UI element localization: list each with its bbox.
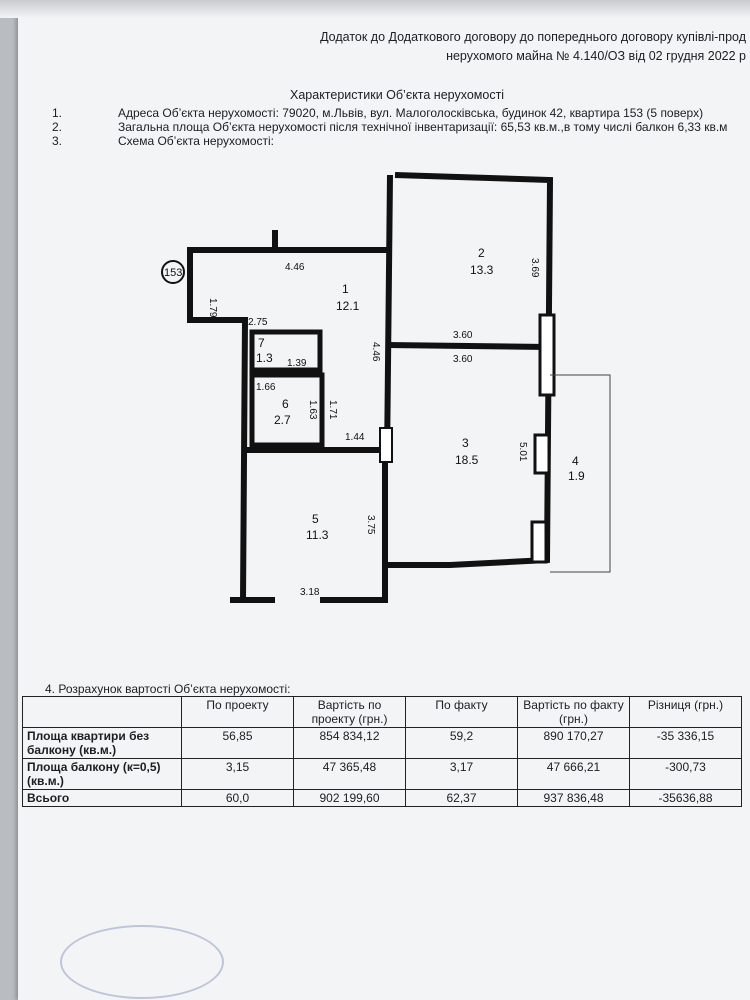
dimension: 5.01	[517, 442, 528, 462]
room-labels: 1 12.1 2 13.3 3 18.5 4 1.9 5 11.3 6 2.7 …	[256, 246, 585, 542]
table-cell: 902 199,60	[293, 789, 406, 807]
item-text: Загальна площа Об’єкта нерухомості після…	[118, 120, 728, 134]
room-number: 3	[462, 436, 469, 450]
dimension: 4.46	[370, 342, 381, 362]
list-item: 1. Адреса Об’єкта нерухомості: 79020, м.Л…	[52, 106, 742, 120]
cost-table: По проекту Вартість по проекту (грн.) По…	[22, 696, 742, 807]
table-row: Всього 60,0 902 199,60 62,37 937 836,48 …	[22, 789, 742, 807]
table-cell: 3,17	[405, 758, 518, 790]
table-cell: 47 666,21	[517, 758, 630, 790]
dimension: 3.75	[365, 515, 376, 535]
header-line-2: нерухомого майна № 4.140/ОЗ від 02 грудн…	[446, 49, 746, 63]
dimension: 1.79	[207, 298, 218, 318]
table-cell: 59,2	[405, 727, 518, 759]
header-cell: Вартість по проекту (грн.)	[293, 696, 406, 728]
dimension: 3.18	[300, 587, 320, 598]
room-area: 12.1	[336, 299, 360, 313]
room-number: 6	[282, 397, 289, 411]
table-cell: 890 170,27	[517, 727, 630, 759]
dimension-labels: 4.46 1.79 2.75 1.39 1.66 1.63 1.71 1.44 …	[207, 258, 540, 598]
list-item: 2. Загальна площа Об’єкта нерухомості піс…	[52, 120, 742, 134]
apartment-marker	[161, 260, 185, 284]
dimension: 3.69	[529, 258, 540, 278]
table-cell: 3,15	[181, 758, 294, 790]
table-header-row: По проекту Вартість по проекту (грн.) По…	[22, 696, 742, 728]
table-cell: -35 336,15	[629, 727, 742, 759]
table-cell: 60,0	[181, 789, 294, 807]
room-number: 4	[572, 454, 579, 468]
item-number: 1.	[52, 106, 63, 120]
section-4-label: 4. Розрахунок вартості Об’єкта нерухомос…	[45, 682, 291, 696]
header-cell: По проекту	[181, 696, 294, 728]
dimension: 1.66	[256, 382, 276, 393]
table-cell: -35636,88	[629, 789, 742, 807]
room-area: 2.7	[274, 413, 291, 427]
table-cell: 937 836,48	[517, 789, 630, 807]
document-header: Додаток до Додаткового договору до попер…	[320, 28, 746, 66]
room-number: 1	[342, 282, 349, 296]
dimension: 4.46	[285, 262, 305, 273]
dimension: 2.75	[248, 317, 268, 328]
room-area: 1.3	[256, 351, 273, 365]
table-cell: 56,85	[181, 727, 294, 759]
dimension: 1.71	[327, 400, 338, 420]
floor-plan: 153 1 12.1 2 13.3 3 18.5 4 1.9 5 11.3 6 …	[161, 172, 611, 603]
room-area: 11.3	[306, 528, 329, 542]
page-edge	[0, 0, 750, 18]
header-cell	[22, 696, 182, 728]
section-title: Характеристики Об’єкта нерухомості	[290, 88, 505, 102]
row-label: Площа квартири без балкону (кв.м.)	[22, 727, 182, 759]
apartment-number: 153	[164, 267, 182, 279]
window	[533, 433, 551, 475]
room-number: 2	[478, 246, 485, 260]
dimension: 3.60	[453, 354, 473, 365]
room-area: 13.3	[470, 263, 494, 277]
table-row: Площа балкону (к=0,5) (кв.м.) 3,15 47 36…	[22, 758, 742, 790]
dimension: 3.60	[453, 330, 473, 341]
characteristics-list: 1. Адреса Об’єкта нерухомості: 79020, м.Л…	[52, 106, 742, 148]
dimension: 1.44	[345, 432, 365, 443]
item-text: Схема Об’єкта нерухомості:	[118, 134, 275, 148]
header-cell: Вартість по факту (грн.)	[517, 696, 630, 728]
balcony-outline	[550, 374, 611, 573]
table-cell: 62,37	[405, 789, 518, 807]
walls	[187, 172, 554, 603]
window	[538, 313, 556, 397]
dimension: 1.63	[307, 400, 318, 420]
header-cell: Різниця (грн.)	[629, 696, 742, 728]
row-label: Всього	[22, 789, 182, 807]
item-text: Адреса Об’єкта нерухомості: 79020, м.Льв…	[118, 106, 704, 120]
item-number: 3.	[52, 134, 63, 148]
item-number: 2.	[52, 120, 63, 134]
table-cell: 47 365,48	[293, 758, 406, 790]
window	[530, 520, 548, 564]
row-label: Площа балкону (к=0,5) (кв.м.)	[22, 758, 182, 790]
door	[379, 427, 393, 463]
table-cell: 854 834,12	[293, 727, 406, 759]
stamp	[60, 925, 224, 999]
list-item: 3. Схема Об’єкта нерухомості:	[52, 134, 742, 148]
room-area: 1.9	[568, 469, 585, 483]
room-area: 18.5	[455, 453, 479, 467]
table-row: Площа квартири без балкону (кв.м.) 56,85…	[22, 727, 742, 759]
dimension: 1.39	[287, 358, 307, 369]
room-number: 7	[258, 336, 265, 350]
table-cell: -300,73	[629, 758, 742, 790]
header-line-1: Додаток до Додаткового договору до попер…	[320, 30, 746, 44]
header-cell: По факту	[405, 696, 518, 728]
room-number: 5	[312, 512, 319, 526]
